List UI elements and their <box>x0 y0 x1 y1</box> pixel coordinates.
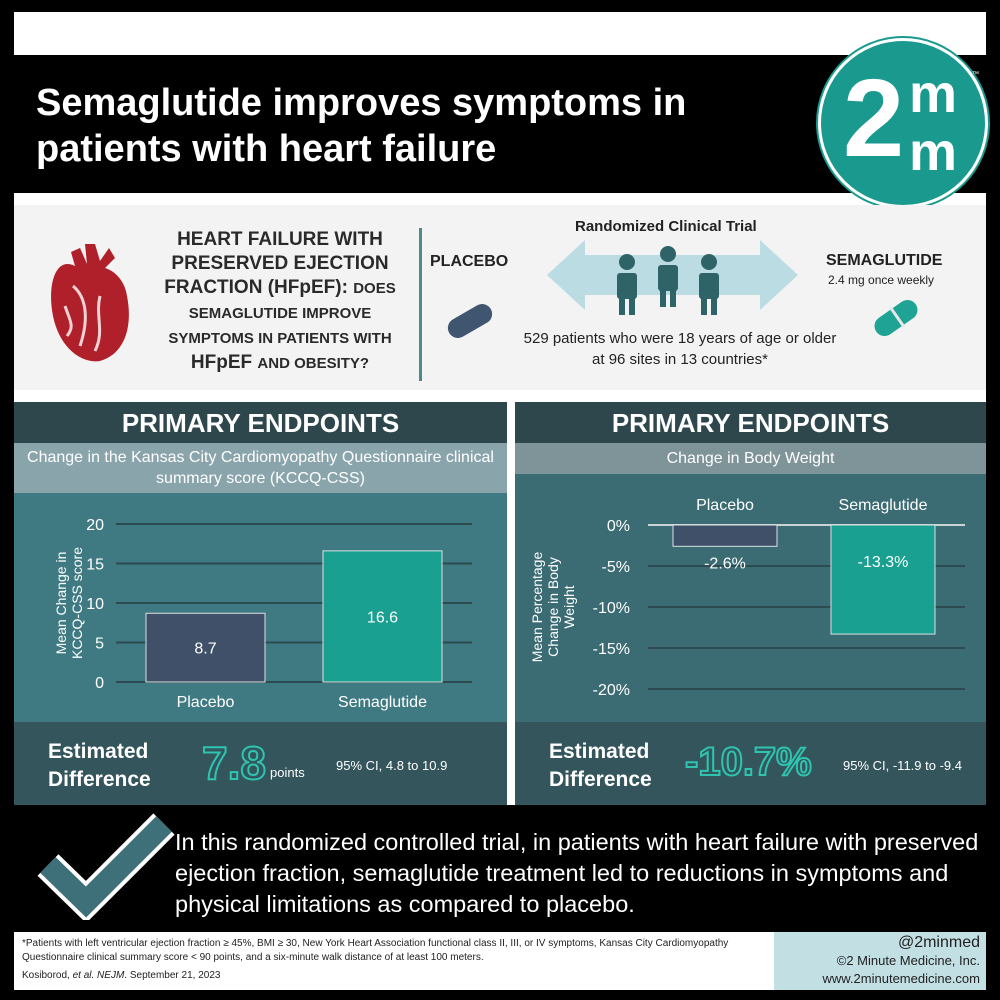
est-value: -10.7% <box>684 739 813 785</box>
semaglutide-dose: 2.4 mg once weekly <box>828 273 935 287</box>
placebo-pill-icon <box>447 304 493 338</box>
kccq-panel: PRIMARY ENDPOINTS Change in the Kansas C… <box>14 402 507 805</box>
website-link[interactable]: www.2minutemedicine.com <box>822 971 980 986</box>
x-tick-label: Semaglutide <box>839 497 928 514</box>
spacer <box>14 193 986 205</box>
confidence-interval: 95% CI, 4.8 to 10.9 <box>336 758 448 773</box>
data-label: -2.6% <box>704 555 746 572</box>
body-weight-bar-chart: 0% -5% -10% -15% -20% Mean PercentageChange i… <box>529 497 965 699</box>
question-hfpef: HFpEF <box>190 352 253 373</box>
y-tick-label: 0% <box>607 518 630 535</box>
panel-subtitle: Change in Body Weight <box>515 443 986 474</box>
page-title: Semaglutide improves symptoms in patient… <box>36 82 687 170</box>
est-label-2: Difference <box>549 768 652 791</box>
randomization-arrow-icon <box>547 240 798 315</box>
copyright: ©2 Minute Medicine, Inc. <box>836 953 980 968</box>
est-label-1: Estimated <box>549 740 650 763</box>
trial-title: Randomized Clinical Trial <box>575 218 757 235</box>
cite-etal: et al. NEJM <box>72 970 125 981</box>
logo-tm: ™ <box>972 71 979 78</box>
panel-subtitle: Change in the Kansas City Cardiomyopathy… <box>14 443 507 493</box>
title-bar <box>14 55 894 193</box>
y-tick-label: 20 <box>86 517 104 534</box>
brand-box: @2minmed ©2 Minute Medicine, Inc. www.2m… <box>774 932 986 990</box>
people-icon <box>617 246 719 315</box>
cite-author: Kosiborod, <box>22 970 73 981</box>
bar-semaglutide <box>322 550 443 683</box>
question-rest: DOES SEMAGLUTIDE IMPROVE SYMPTOMS IN PAT… <box>168 280 396 347</box>
conclusion-text: In this randomized controlled trial, in … <box>175 829 979 917</box>
spacer <box>14 390 986 402</box>
data-label: 8.7 <box>194 641 216 658</box>
bar-placebo <box>672 524 778 547</box>
est-label-2: Difference <box>48 768 151 791</box>
spacer <box>507 402 515 805</box>
heart-icon <box>51 244 129 362</box>
x-tick-label: Placebo <box>696 497 754 514</box>
twitter-handle[interactable]: @2minmed <box>897 934 980 951</box>
body-weight-panel: PRIMARY ENDPOINTS Change in Body Weight … <box>515 402 986 805</box>
y-tick-label: -5% <box>602 559 630 576</box>
y-tick-label: 5 <box>95 636 104 653</box>
x-tick-label: Placebo <box>177 694 235 711</box>
trial-description: 529 patients who were 18 years of age or… <box>523 330 837 368</box>
est-label-1: Estimated <box>48 740 149 763</box>
y-tick-label: 10 <box>86 596 104 613</box>
y-tick-label: -15% <box>593 641 630 658</box>
research-question: HEART FAILURE WITH PRESERVED EJECTION FR… <box>150 228 410 376</box>
footer <box>14 932 774 990</box>
placebo-label: PLACEBO <box>430 253 509 270</box>
logo-m-bottom: m <box>909 122 958 182</box>
logo-m-top: m <box>909 64 958 124</box>
x-tick-label: Semaglutide <box>338 694 427 711</box>
bar-placebo <box>145 612 266 683</box>
2minutemedicine-logo: 2 m m ™ <box>818 38 988 208</box>
logo-2: 2 <box>843 57 905 180</box>
cite-date: . September 21, 2023 <box>124 970 221 981</box>
footnote: *Patients with left ventricular ejection… <box>22 938 729 963</box>
confidence-interval: 95% CI, -11.9 to -9.4 <box>843 758 962 773</box>
panel-heading: PRIMARY ENDPOINTS <box>515 402 986 443</box>
question-end: AND OBESITY? <box>257 355 370 372</box>
y-tick-label: -10% <box>593 600 630 617</box>
y-tick-label: 15 <box>86 557 104 574</box>
est-value: 7.8 <box>201 736 267 790</box>
citation: Kosiborod, et al. NEJM. September 21, 20… <box>22 970 220 981</box>
y-tick-label: 0 <box>95 675 104 692</box>
data-label: -13.3% <box>858 554 909 571</box>
bar-semaglutide <box>830 524 936 635</box>
est-unit: points <box>270 765 305 780</box>
semaglutide-pill-icon <box>874 299 918 337</box>
semaglutide-label: SEMAGLUTIDE <box>826 252 943 269</box>
checkmark-icon <box>37 813 175 920</box>
top-strip <box>14 12 986 55</box>
y-axis-label: Mean Change inKCCQ-CSS score <box>53 547 85 659</box>
divider <box>419 228 422 381</box>
conclusion-bar <box>60 812 986 932</box>
y-tick-label: -20% <box>593 682 630 699</box>
panel-heading: PRIMARY ENDPOINTS <box>14 402 507 443</box>
y-axis-label: Mean PercentageChange in BodyWeight <box>529 552 577 663</box>
intro-section <box>14 205 986 390</box>
data-label: 16.6 <box>367 609 398 626</box>
question-main: HEART FAILURE WITH PRESERVED EJECTION FR… <box>164 229 389 298</box>
